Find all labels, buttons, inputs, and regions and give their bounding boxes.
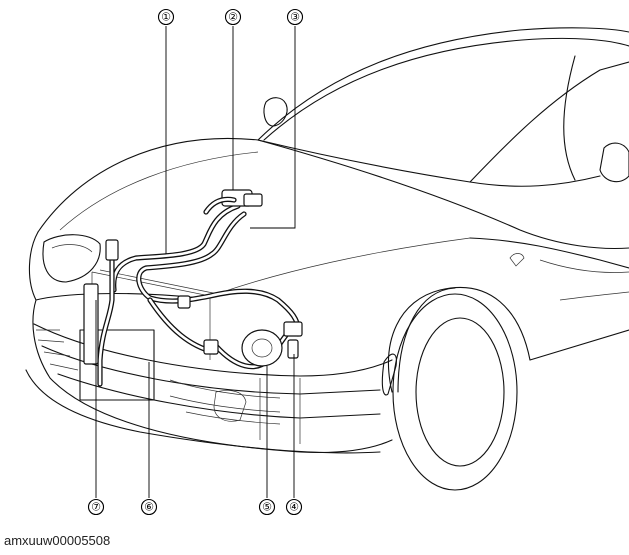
callout-1-label: ①: [161, 12, 171, 24]
figure-id-caption: amxuuw00005508: [4, 533, 111, 548]
callout-7-label: ⑦: [91, 502, 101, 514]
callout-1: ①: [157, 8, 175, 26]
callout-2-label: ②: [228, 12, 238, 24]
callout-5: ⑤: [258, 498, 276, 516]
callout-4: ④: [285, 498, 303, 516]
refrigerant-lines: [83, 189, 303, 387]
callout-3-label: ③: [290, 12, 300, 24]
callout-6-label: ⑥: [144, 502, 154, 514]
callout-7: ⑦: [87, 498, 105, 516]
callout-4-label: ④: [289, 502, 299, 514]
callout-5-label: ⑤: [262, 502, 272, 514]
callout-2: ②: [224, 8, 242, 26]
callout-3: ③: [286, 8, 304, 26]
leader-lines: [95, 26, 296, 498]
callout-6: ⑥: [140, 498, 158, 516]
